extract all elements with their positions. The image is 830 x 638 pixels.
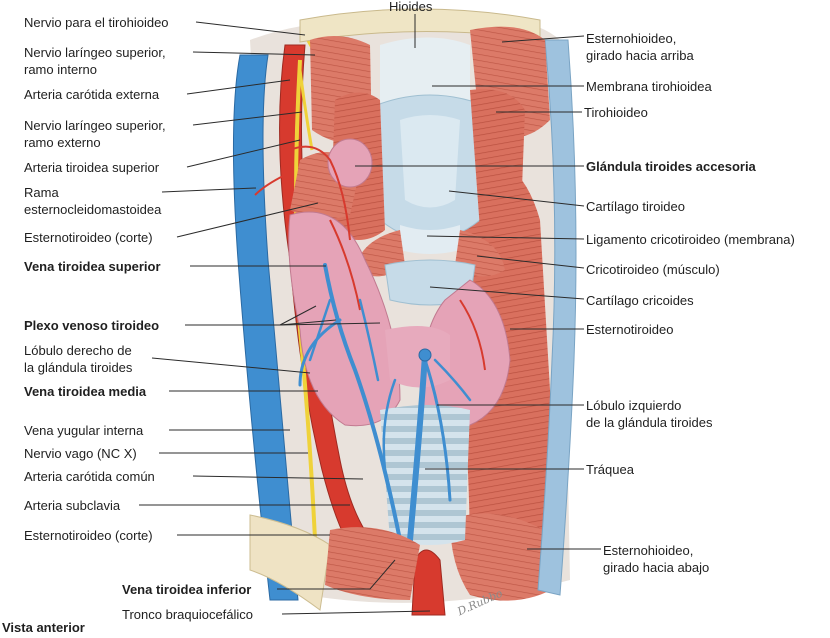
vena-yugular-izquierda — [537, 39, 577, 596]
label-esternotiroideo: Esternotiroideo — [586, 322, 674, 337]
label-plexo-venoso-tiroideo: Plexo venoso tiroideo — [24, 318, 160, 333]
label-cartilago-cricoides: Cartílago cricoides — [586, 293, 694, 308]
istmo-shape — [385, 326, 450, 388]
label-esternotiroideo-corte-superior: Esternotiroideo (corte) — [24, 230, 153, 245]
glandula-accesoria-shape — [327, 138, 373, 188]
label-esternohioideo-abajo: Esternohioideo, girado hacia abajo — [603, 543, 710, 575]
label-cricotiroideo: Cricotiroideo (músculo) — [586, 262, 720, 277]
label-esternotiroideo-corte-inferior: Esternotiroideo (corte) — [24, 528, 153, 543]
label-tirohioideo: Tirohioideo — [584, 105, 648, 120]
label-arteria-tiroidea-superior: Arteria tiroidea superior — [24, 160, 160, 175]
label-arteria-carotida-externa: Arteria carótida externa — [24, 87, 160, 102]
label-arteria-subclavia: Arteria subclavia — [24, 498, 121, 513]
view-label: Vista anterior — [2, 620, 85, 635]
label-ligamento-cricotiroideo: Ligamento cricotiroideo (membrana) — [586, 232, 795, 247]
traquea-shape — [380, 405, 470, 545]
vena-yugular-interna — [232, 54, 299, 601]
label-tronco-braquiocefalico: Tronco braquiocefálico — [122, 607, 254, 622]
label-nervio-laringeo-interno: Nervio laríngeo superior, ramo interno — [24, 45, 166, 77]
label-vena-tiroidea-superior: Vena tiroidea superior — [24, 259, 161, 274]
label-vena-tiroidea-inferior: Vena tiroidea inferior — [122, 582, 252, 597]
label-rama-esternocleidomastoidea: Rama esternocleidomastoidea — [24, 185, 162, 217]
label-vena-yugular-interna: Vena yugular interna — [24, 423, 144, 438]
cartilago-tiroideo-shade — [400, 115, 460, 208]
label-traquea: Tráquea — [586, 462, 634, 477]
label-nervio-laringeo-externo: Nervio laríngeo superior, ramo externo — [24, 118, 166, 150]
label-nervio-tirohioideo: Nervio para el tirohioideo — [24, 15, 169, 30]
label-hioides: Hioides — [389, 0, 433, 14]
label-membrana-tirohioidea: Membrana tirohioidea — [586, 79, 712, 94]
membrana-tirohioidea-shape — [380, 37, 470, 110]
vena-tiroidea-inferior-ostium — [418, 348, 432, 362]
label-nervio-vago: Nervio vago (NC X) — [24, 446, 137, 461]
label-cartilago-tiroideo: Cartílago tiroideo — [586, 199, 685, 214]
label-lobulo-izquierdo: Lóbulo izquierdo de la glándula tiroides — [586, 398, 713, 430]
label-arteria-carotida-comun: Arteria carótida común — [24, 469, 155, 484]
arterias-tiroideas-shape — [254, 145, 486, 371]
label-vena-tiroidea-media: Vena tiroidea media — [24, 384, 147, 399]
label-esternohioideo-arriba: Esternohioideo, girado hacia arriba — [586, 31, 694, 63]
esternotiroideo-corte-inferior-shape — [325, 527, 420, 600]
label-glandula-accesoria: Glándula tiroides accesoria — [586, 159, 756, 174]
ligamento-cricotiroideo-shape — [400, 225, 460, 254]
label-lobulo-derecho: Lóbulo derecho de la glándula tiroides — [24, 343, 133, 375]
esternohioideo-lower-muscle — [450, 513, 560, 601]
clavicula-shape — [249, 514, 331, 611]
